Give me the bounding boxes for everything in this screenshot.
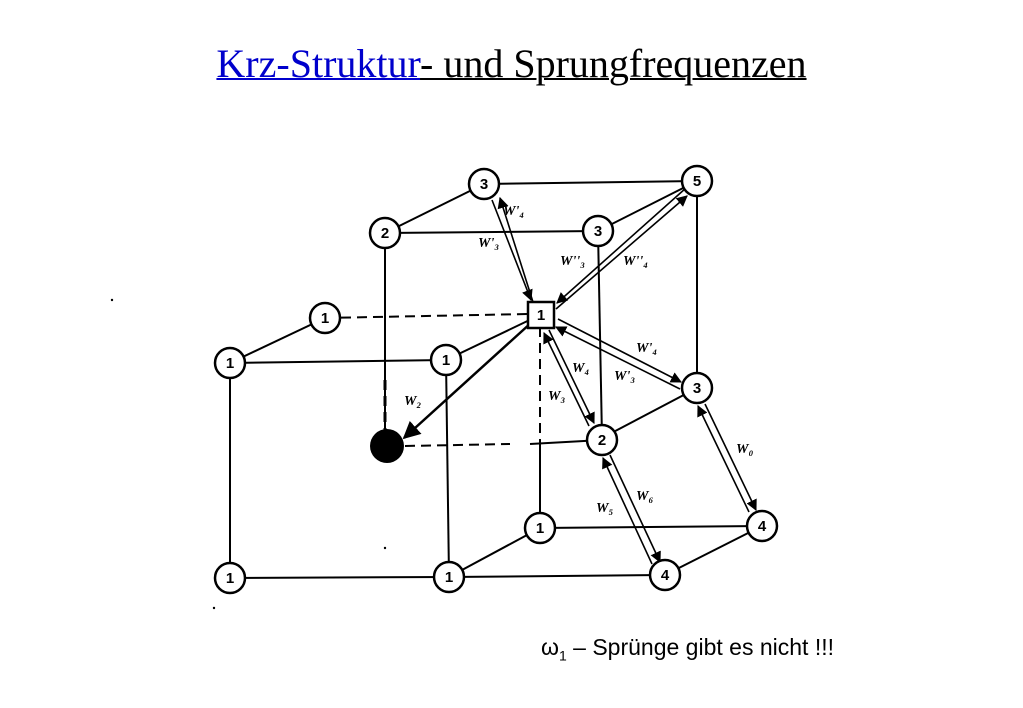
label-w3: W₃ xyxy=(548,389,565,404)
footnote: ω1 – Sprünge gibt es nicht !!! xyxy=(541,634,834,664)
lattice-node-label: 1 xyxy=(226,355,234,372)
lattice-node-circle xyxy=(648,558,682,592)
lattice-node-label: 4 xyxy=(661,567,670,584)
lattice-node-circle xyxy=(581,214,615,248)
omega-subscript: 1 xyxy=(558,647,567,664)
lattice-node-circle xyxy=(745,509,779,543)
arrow-labels: W'₄ W'₃ W''₃ W''₄ W₂ W₄ W₃ W'₄ W'₃ W₀ W₅… xyxy=(404,204,753,516)
lattice-nodes: 3 5 2 3 1 1 1 3 2 1 4 1 1 4 xyxy=(213,164,779,595)
lattice-node-label: 1 xyxy=(226,570,234,587)
lattice-node-circle xyxy=(680,164,714,198)
w2-jump-arrow xyxy=(402,321,533,440)
page-title: Krz-Struktur- und Sprungfrequenzen xyxy=(0,40,1023,88)
lattice-node-circle xyxy=(213,561,247,595)
lattice-node-label: 5 xyxy=(693,173,701,190)
vacancy-atom xyxy=(370,429,404,463)
lattice-node-label: 3 xyxy=(480,176,488,193)
lattice-node-label: 1 xyxy=(536,520,544,537)
label-w5: W₅ xyxy=(596,501,613,516)
stray-dot xyxy=(383,546,387,550)
solute-square-site xyxy=(526,300,556,330)
lattice-node-circle xyxy=(585,423,619,457)
lattice-lines xyxy=(229,180,763,579)
lattice-node-label: 1 xyxy=(445,569,453,586)
lattice-node-circle xyxy=(213,346,247,380)
stray-dot xyxy=(212,606,216,610)
lattice-node-label: 2 xyxy=(598,432,606,449)
label-w3p-right: W'₃ xyxy=(614,369,635,384)
label-w2: W₂ xyxy=(404,394,421,409)
lattice-node-label: 3 xyxy=(594,223,602,240)
label-w4pp: W''₄ xyxy=(623,254,648,269)
lattice-node-circle xyxy=(467,167,501,201)
lattice-node-circle xyxy=(523,511,557,545)
jump-arrows xyxy=(491,187,757,565)
lattice-node-label: 4 xyxy=(758,518,767,535)
lattice-node-circle xyxy=(368,216,402,250)
lattice-node-circle xyxy=(308,301,342,335)
omega-symbol: ω xyxy=(541,634,559,660)
node-label-square: 1 xyxy=(537,307,545,324)
label-w6: W₆ xyxy=(636,489,653,504)
label-w0: W₀ xyxy=(736,442,753,457)
footnote-text: – Sprünge gibt es nicht !!! xyxy=(566,634,834,660)
lattice-node-circle xyxy=(429,343,463,377)
stray-dot xyxy=(110,298,114,302)
lattice-node-label: 2 xyxy=(381,225,389,242)
title-rest: - und Sprungfrequenzen xyxy=(420,41,807,86)
label-w4p-top: W'₄ xyxy=(503,204,524,219)
lattice-node-circle xyxy=(432,560,466,594)
label-w4p-right: W'₄ xyxy=(636,341,657,356)
label-w3p-top: W'₃ xyxy=(478,236,499,251)
label-w3pp: W''₃ xyxy=(560,254,585,269)
label-w4: W₄ xyxy=(572,361,589,376)
lattice-node-label: 1 xyxy=(321,310,329,327)
lattice-node-label: 1 xyxy=(442,352,450,369)
dashed-lines xyxy=(324,313,541,447)
lattice-node-circle xyxy=(680,371,714,405)
title-link[interactable]: Krz-Struktur xyxy=(216,41,421,86)
lattice-node-label: 3 xyxy=(693,380,701,397)
